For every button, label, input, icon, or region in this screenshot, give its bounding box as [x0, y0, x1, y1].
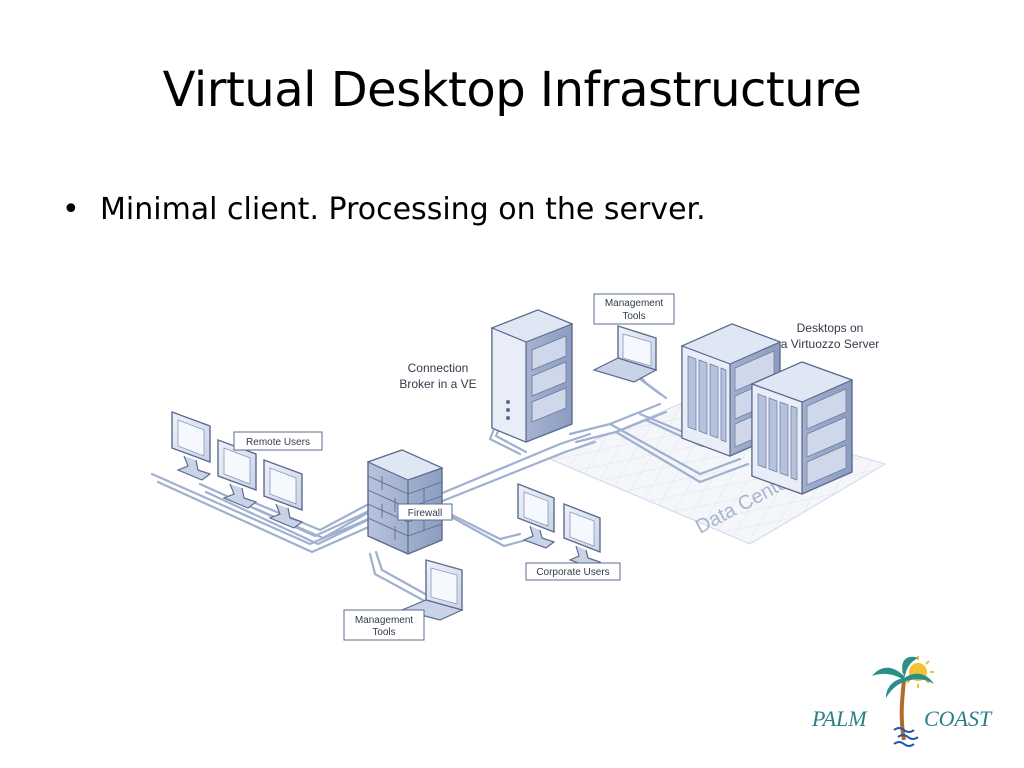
corporate-user-monitor-2 — [563, 502, 602, 569]
connection-broker-line2: Broker in a VE — [399, 377, 476, 391]
management-tools-bottom-line1: Management — [355, 615, 414, 626]
bullet-item: • Minimal client. Processing on the serve… — [62, 192, 706, 227]
desktops-line1: Desktops on — [797, 321, 864, 335]
management-laptop-top — [592, 325, 658, 383]
management-tools-top-label-box: Management Tools — [593, 293, 675, 325]
vdi-diagram: Data Center — [150, 293, 887, 641]
data-center-platform — [548, 403, 887, 545]
management-laptop-bottom — [400, 559, 464, 621]
slide-title: Virtual Desktop Infrastructure — [162, 62, 862, 118]
remote-user-monitor-2 — [217, 438, 258, 509]
corporate-users-label-box: Corporate Users — [525, 562, 621, 581]
connection-broker-server — [490, 309, 574, 443]
remote-user-monitor-1 — [171, 410, 212, 481]
remote-users-label: Remote Users — [246, 437, 310, 448]
bullet-text: Minimal client. Processing on the server… — [100, 192, 706, 227]
virtuozzo-server-rack-2 — [750, 361, 854, 495]
bullet-marker: • — [62, 192, 80, 227]
corporate-user-monitor-1 — [517, 482, 556, 549]
firewall-label-box: Firewall — [397, 503, 453, 521]
management-tools-bottom-line2: Tools — [372, 627, 395, 638]
logo-text-right: COAST — [924, 706, 993, 731]
desktops-label: Desktops on a Virtuozzo Server — [781, 321, 880, 351]
corporate-users-label: Corporate Users — [536, 567, 609, 578]
remote-users-label-box: Remote Users — [233, 431, 323, 451]
logo-text-left: PALM — [811, 706, 868, 731]
firewall-device — [366, 449, 444, 555]
remote-user-monitor-3 — [263, 458, 304, 529]
connection-broker-line1: Connection — [408, 361, 469, 375]
connection-broker-label: Connection Broker in a VE — [399, 361, 476, 391]
management-tools-top-line1: Management — [605, 298, 664, 309]
management-tools-top-line2: Tools — [622, 311, 645, 322]
firewall-label: Firewall — [408, 508, 442, 519]
water-wave-icon — [893, 727, 919, 747]
management-tools-bottom-label-box: Management Tools — [343, 609, 425, 641]
palm-coast-logo: PALM COAST — [811, 656, 993, 747]
desktops-line2: a Virtuozzo Server — [781, 337, 880, 351]
